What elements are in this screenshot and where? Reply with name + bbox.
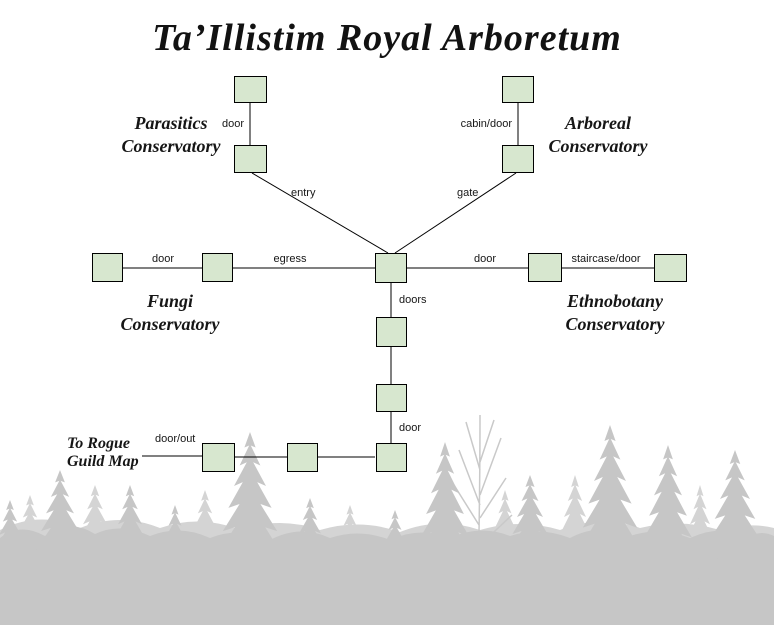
room-path-south-2	[376, 384, 407, 412]
room-fungi-inner	[202, 253, 233, 282]
passage-line	[251, 172, 389, 254]
label-line: Conservatory	[121, 136, 221, 156]
label-line: Guild Map	[67, 453, 139, 470]
label-line: Parasitics	[134, 113, 208, 133]
label-line: To Rogue	[67, 435, 130, 452]
passage-label: egress	[273, 253, 307, 265]
room-fungi-outer	[92, 253, 123, 282]
room-central-hub	[375, 253, 407, 283]
room-arboreal-inner	[502, 145, 534, 173]
passage-label: door	[222, 118, 244, 130]
room-ethno-inner	[528, 253, 562, 282]
room-parasitics-outer	[234, 76, 267, 103]
label-line: Fungi	[146, 291, 194, 311]
label-line: Arboreal	[564, 113, 631, 133]
passage-label: doors	[399, 294, 427, 306]
room-path-west-2	[202, 443, 235, 472]
passage-label: door	[152, 253, 174, 265]
passage-label: door	[399, 422, 421, 434]
passage-label: door/out	[155, 433, 195, 445]
forest-silhouette	[0, 414, 774, 625]
room-path-south-1	[376, 317, 407, 347]
passage-label: entry	[291, 187, 316, 199]
room-path-junction	[376, 443, 407, 472]
room-parasitics-inner	[234, 145, 267, 173]
passage-line	[394, 172, 517, 254]
forest-front-layer	[0, 425, 774, 625]
label-line: Conservatory	[565, 314, 665, 334]
label-line: Conservatory	[548, 136, 648, 156]
passage-label: cabin/door	[461, 118, 513, 130]
label-line: Ethnobotany	[566, 291, 664, 311]
passage-label: door	[474, 253, 496, 265]
passage-label: gate	[457, 187, 478, 199]
map-title: Ta’Illistim Royal Arboretum	[152, 17, 622, 59]
room-path-west-1	[287, 443, 318, 472]
label-line: Conservatory	[120, 314, 220, 334]
passage-label: staircase/door	[571, 253, 640, 265]
room-arboreal-outer	[502, 76, 534, 103]
room-ethno-outer	[654, 254, 687, 282]
